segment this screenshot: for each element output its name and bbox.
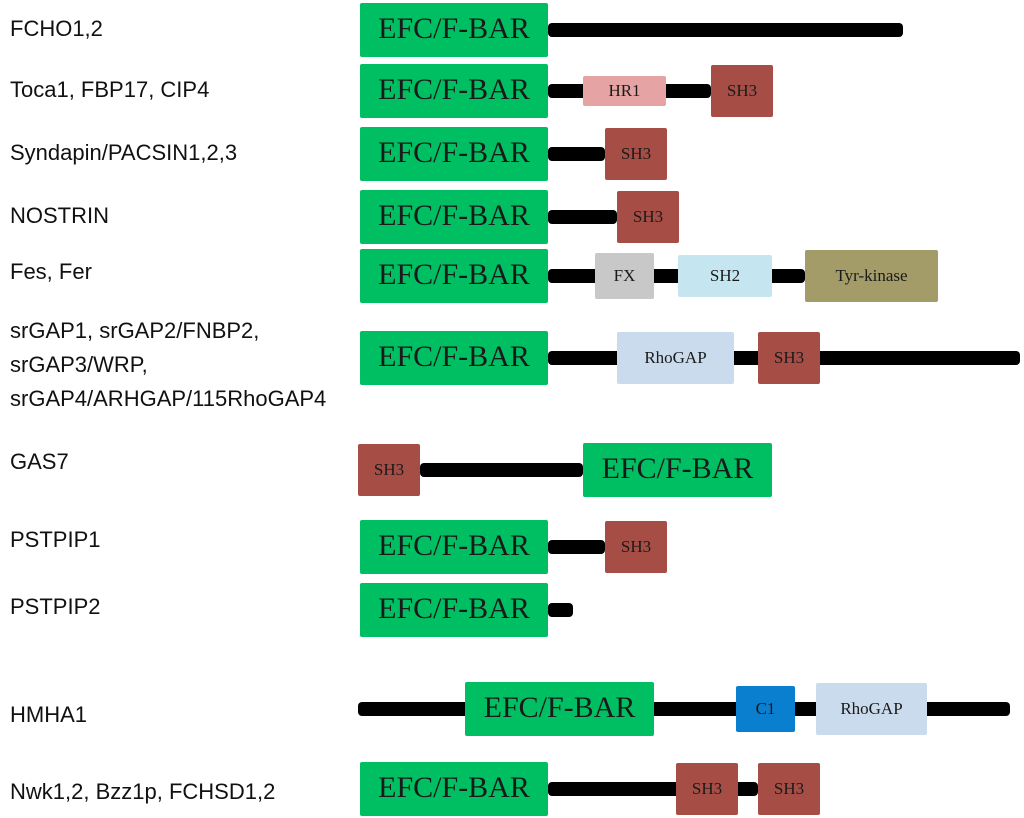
protein-name: PSTPIP2 <box>10 594 100 619</box>
domain-efc-f-bar <box>465 682 654 736</box>
domain-label: RhoGAP <box>840 699 902 718</box>
domain-label: EFC/F-BAR <box>484 691 636 724</box>
protein-name: srGAP3/WRP, <box>10 352 148 377</box>
domain-efc-f-bar <box>583 443 772 497</box>
protein-name: srGAP4/ARHGAP/115RhoGAP4 <box>10 386 326 411</box>
protein-name: PSTPIP1 <box>10 527 100 552</box>
domain-efc-f-bar <box>360 3 548 57</box>
domain-label: EFC/F-BAR <box>378 529 530 562</box>
protein-row-hmha1: HMHA1 EFC/F-BAR C1 RhoGAP <box>10 682 1010 736</box>
domain-label: RhoGAP <box>644 348 706 367</box>
domain-tyr-kinase <box>805 250 938 302</box>
protein-name: Nwk1,2, Bzz1p, FCHSD1,2 <box>10 779 275 804</box>
protein-row-pstpip2: PSTPIP2 EFC/F-BAR <box>10 583 573 637</box>
domain-label: EFC/F-BAR <box>602 452 754 485</box>
protein-name: Toca1, FBP17, CIP4 <box>10 77 209 102</box>
domain-label: SH3 <box>727 81 757 100</box>
domain-sh3 <box>758 332 820 384</box>
domain-c1 <box>736 686 795 732</box>
backbone-line <box>548 147 605 161</box>
domain-efc-f-bar <box>360 127 548 181</box>
protein-name: srGAP1, srGAP2/FNBP2, <box>10 318 259 343</box>
protein-row-toca1-fbp17-cip4: Toca1, FBP17, CIP4 EFC/F-BAR HR1 SH3 <box>10 64 773 118</box>
domain-label: EFC/F-BAR <box>378 73 530 106</box>
domain-fx <box>595 253 654 299</box>
domain-sh3 <box>358 444 420 496</box>
protein-name: Fes, Fer <box>10 259 92 284</box>
domain-sh3 <box>617 191 679 243</box>
domain-label: SH3 <box>774 779 804 798</box>
domain-label: EFC/F-BAR <box>378 12 530 45</box>
domain-rhogap <box>816 683 927 735</box>
protein-row-nostrin: NOSTRIN EFC/F-BAR SH3 <box>10 190 679 244</box>
domain-efc-f-bar <box>360 762 548 816</box>
protein-row-fes-fer: Fes, Fer EFC/F-BAR FX SH2 Tyr-kinase <box>10 249 938 303</box>
backbone-line <box>548 603 573 617</box>
domain-sh3 <box>605 521 667 573</box>
backbone-line <box>548 23 903 37</box>
domain-sh3 <box>676 763 738 815</box>
domain-rhogap <box>617 332 734 384</box>
domain-label: Tyr-kinase <box>835 266 907 285</box>
protein-row-pstpip1: PSTPIP1 EFC/F-BAR SH3 <box>10 520 667 574</box>
domain-sh2 <box>678 255 772 297</box>
domain-label: SH2 <box>710 266 740 285</box>
protein-name: Syndapin/PACSIN1,2,3 <box>10 140 237 165</box>
domain-label: SH3 <box>633 207 663 226</box>
domain-label: SH3 <box>621 144 651 163</box>
domain-label: EFC/F-BAR <box>378 592 530 625</box>
protein-row-nwk1-2-bzz1p-fchsd1-2: Nwk1,2, Bzz1p, FCHSD1,2 EFC/F-BAR SH3 SH3 <box>10 762 820 816</box>
protein-row-gas7: GAS7 SH3 EFC/F-BAR <box>10 443 772 497</box>
domain-label: EFC/F-BAR <box>378 136 530 169</box>
domain-label: EFC/F-BAR <box>378 258 530 291</box>
domain-label: EFC/F-BAR <box>378 771 530 804</box>
domain-sh3 <box>605 128 667 180</box>
domain-label: SH3 <box>621 537 651 556</box>
protein-name: HMHA1 <box>10 702 87 727</box>
backbone-line <box>548 210 617 224</box>
domain-efc-f-bar <box>360 520 548 574</box>
backbone-line <box>548 540 605 554</box>
domain-label: SH3 <box>774 348 804 367</box>
domain-efc-f-bar <box>360 190 548 244</box>
backbone-line <box>420 463 583 477</box>
domain-label: SH3 <box>692 779 722 798</box>
domain-efc-f-bar <box>360 64 548 118</box>
domain-sh3 <box>711 65 773 117</box>
domain-hr1 <box>583 76 666 106</box>
protein-row-syndapin-pacsin1-2-3: Syndapin/PACSIN1,2,3 EFC/F-BAR SH3 <box>10 127 667 181</box>
domain-label: EFC/F-BAR <box>378 199 530 232</box>
domain-efc-f-bar <box>360 583 548 637</box>
protein-name: FCHO1,2 <box>10 16 103 41</box>
domain-label: EFC/F-BAR <box>378 340 530 373</box>
protein-row-srgap1-4: srGAP1, srGAP2/FNBP2, srGAP3/WRP, srGAP4/A… <box>10 318 1020 411</box>
domain-label: SH3 <box>374 460 404 479</box>
domain-sh3 <box>758 763 820 815</box>
domain-efc-f-bar <box>360 331 548 385</box>
protein-row-fcho1-2: FCHO1,2 EFC/F-BAR <box>10 3 903 57</box>
protein-name: NOSTRIN <box>10 203 109 228</box>
domain-label: HR1 <box>608 81 640 100</box>
domain-label: FX <box>614 266 636 285</box>
domain-label: C1 <box>756 699 776 718</box>
domain-efc-f-bar <box>360 249 548 303</box>
protein-name: GAS7 <box>10 449 69 474</box>
